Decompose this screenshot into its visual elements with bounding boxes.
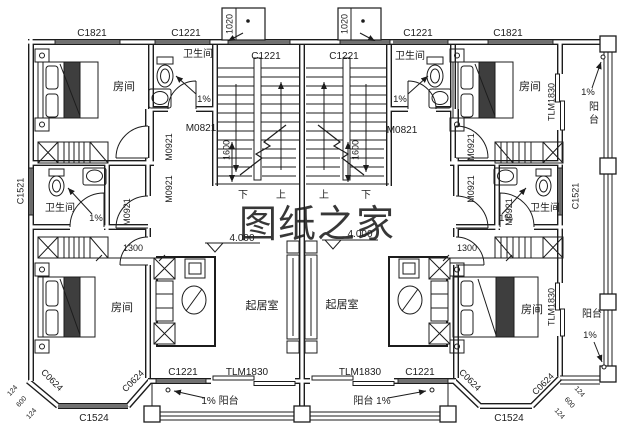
door-label-m0821-left: M0821 [186,123,217,134]
door-label-m0921-left-2: M0921 [164,175,174,203]
room-label-bedroom-top-right: 房间 [519,80,541,93]
window-lines [28,39,563,408]
toilet [48,56,552,197]
window-label-c1524-right: C1524 [494,413,524,424]
balcony-label-bottom-right: 阳台 1% [353,394,390,407]
balcony-right-top-char2: 台 [589,113,599,126]
door-swings [69,80,535,266]
balcony-railings [143,35,617,423]
door-label-m0921-right-3: M0921 [504,198,514,226]
tv-cabinet [286,240,318,354]
door-label-m0921-left-1: M0921 [164,133,174,161]
elevation-right: 4.000 [347,229,372,240]
window-label-c1221-bottom-right: C1221 [405,367,435,378]
dim-124-right-b: 124 [573,385,586,398]
stair-up-right: 上 [319,189,329,201]
slope-bath-mid-left: 1% [89,213,103,224]
window-label-c1524-left: C1524 [79,413,109,424]
door-label-m0921-right-1: M0921 [466,133,476,161]
sink [82,88,518,186]
watermark-text: 图纸之家 [239,204,395,246]
slope-balcony-right-bottom: 1% [583,330,597,341]
room-label-bath-mid-left: 卫生间 [45,201,75,214]
window-label-c1521-right: C1521 [571,183,581,210]
slope-balcony-top-right: 1% [581,87,595,98]
dim-1020-right: 1020 [340,14,350,34]
flue-shafts [221,7,382,42]
elevation-left: 4.000 [229,233,254,244]
leaders-and-dims [67,54,607,399]
window-label-c1221-top-left: C1221 [171,28,201,39]
room-label-living-left: 起居室 [246,298,279,312]
dim-1300-right: 1300 [457,243,477,253]
bed-top-left [34,48,99,132]
door-label-tlm1830-bottom-right: TLM1830 [339,367,382,378]
room-label-bedroom-top-left: 房间 [113,80,135,93]
wardrobe [37,141,564,259]
window-label-c1221-top-right: C1221 [403,28,433,39]
dim-1600-right: 1600 [351,140,361,160]
dim-1600-left: 1600 [222,140,232,160]
window-label-c1821-top-left: C1821 [77,28,107,39]
window-label-c1821-top-right: C1821 [493,28,523,39]
room-label-living-right: 起居室 [326,297,359,311]
window-label-c1221-stair-right: C1221 [329,51,359,62]
dim-1300-left: 1300 [123,243,143,253]
stair-down-left: 下 [238,190,248,201]
window-label-c1221-bottom-left: C1221 [168,367,198,378]
door-label-tlm1830-right-bottom: TLM1830 [547,288,557,326]
furniture [34,48,564,354]
room-label-bedroom-bottom-right: 房间 [521,303,543,316]
stair-up-left: 上 [276,189,286,201]
door-label-tlm1830-right-top: TLM1830 [547,83,557,121]
dim-600-left: 600 [15,395,28,408]
balcony-label-right-bottom: 阳台 [582,307,602,320]
dim-600-right: 600 [563,396,576,409]
bed-bottom-right [449,262,539,354]
window-label-c0624-left-1: C0624 [39,367,65,393]
stairwell-left [215,57,299,185]
window-label-c1521-left: C1521 [16,178,26,205]
dim-124-left-b: 124 [25,407,38,420]
room-label-bath-top-left: 卫生间 [183,47,213,60]
room-label-bedroom-bottom-left: 房间 [111,301,133,314]
balcony-label-bottom-left: 1% 阳台 [201,394,238,407]
sliding-doors [211,73,565,386]
bed-bottom-left [34,262,96,354]
dim-124-left-a: 124 [6,384,19,397]
sofa-set-left [153,256,216,347]
door-label-tlm1830-bottom-left: TLM1830 [226,367,269,378]
dim-124-right-a: 124 [553,407,566,420]
door-label-m0921-left-3: M0921 [122,198,132,226]
dim-1020-left: 1020 [225,14,235,34]
sofa-set-right [388,256,451,347]
room-label-bath-top-right: 卫生间 [395,49,425,62]
slope-bath-top-left: 1% [197,94,211,105]
slope-bath-top-right: 1% [393,94,407,105]
bed-top-right [449,48,514,132]
door-label-m0821-right: M0821 [387,125,418,136]
window-label-c1221-stair-left: C1221 [251,51,281,62]
stair-down-right: 下 [361,190,371,201]
door-label-m0921-right-2: M0921 [466,175,476,203]
slope-bath-mid-right: 1% [499,213,513,224]
balcony-right-top-char1: 阳 [589,101,599,113]
room-label-bath-mid-right: 卫生间 [530,201,560,214]
walls [26,39,604,409]
